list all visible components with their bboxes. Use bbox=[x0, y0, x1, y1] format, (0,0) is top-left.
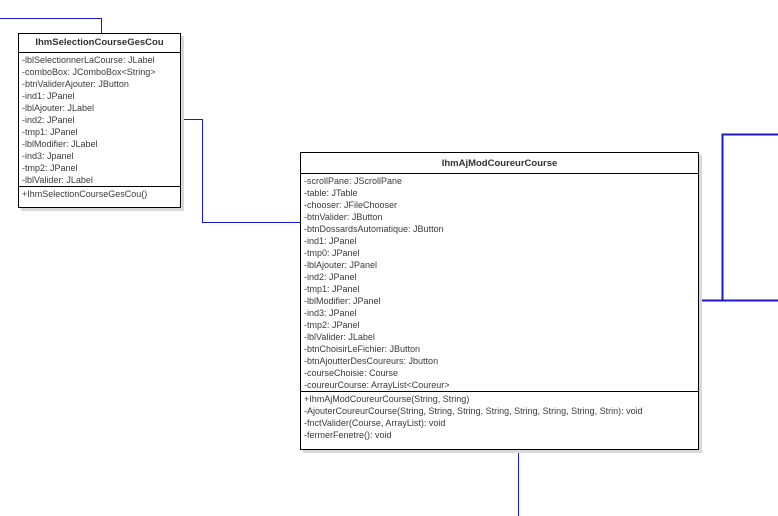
methods-section: +IhmAjModCoureurCourse(String, String) -A… bbox=[301, 391, 698, 441]
class-attribute: -lblAjouter: JLabel bbox=[22, 103, 95, 113]
class-attribute: -tmp1: JPanel bbox=[22, 127, 78, 137]
class-attribute: -lblModifier: JLabel bbox=[22, 139, 98, 149]
class-attribute: -tmp2: JPanel bbox=[304, 320, 360, 330]
class-attribute: -ind3: Jpanel bbox=[22, 151, 74, 161]
class-ihm-selection-course-ges-cou[interactable]: IhmSelectionCourseGesCou -lblSelectionne… bbox=[18, 33, 181, 208]
class-attribute: -ind1: JPanel bbox=[22, 91, 75, 101]
class-method: -AjouterCoureurCourse(String, String, St… bbox=[304, 406, 643, 416]
class-method: -fnctValider(Course, ArrayList): void bbox=[304, 418, 446, 428]
class-name: IhmAjModCoureurCourse bbox=[301, 153, 698, 174]
class-attribute: -scrollPane: JScrollPane bbox=[304, 176, 403, 186]
methods-section: +IhmSelectionCourseGesCou() bbox=[19, 186, 180, 200]
class-attribute: -courseChoisie: Course bbox=[304, 368, 399, 378]
attributes-section: -lblSelectionnerLaCourse: JLabel -comboBo… bbox=[19, 53, 180, 186]
class-attribute: -btnChoisirLeFichier: JButton bbox=[304, 344, 421, 354]
class-attribute: -ind2: JPanel bbox=[22, 115, 75, 125]
class-attribute: -btnValiderAjouter: JButton bbox=[22, 79, 129, 89]
class-attribute: -btnAjoutterDesCoureurs: Jbutton bbox=[304, 356, 439, 366]
class-attribute: -lblModifier: JPanel bbox=[304, 296, 381, 306]
class-attribute: -tmp1: JPanel bbox=[304, 284, 360, 294]
class-attribute: -comboBox: JComboBox<String> bbox=[22, 67, 156, 77]
class-attribute: -chooser: JFileChooser bbox=[304, 200, 398, 210]
connector-selection-top bbox=[0, 18, 102, 33]
class-attribute: -btnValider: JButton bbox=[304, 212, 383, 222]
class-attribute: -ind3: JPanel bbox=[304, 308, 357, 318]
class-attribute: -ind1: JPanel bbox=[304, 236, 357, 246]
class-attribute: -lblValider: JLabel bbox=[22, 175, 93, 185]
class-attribute: -ind2: JPanel bbox=[304, 272, 357, 282]
class-method: -fermerFenetre(): void bbox=[304, 430, 392, 440]
class-attribute: -lblSelectionnerLaCourse: JLabel bbox=[22, 55, 155, 65]
attributes-section: -scrollPane: JScrollPane -table: JTable -c… bbox=[301, 174, 698, 391]
class-ihm-aj-mod-coureur-course[interactable]: IhmAjModCoureurCourse -scrollPane: JScro… bbox=[300, 152, 699, 450]
connector-selection-to-ajmod bbox=[181, 119, 300, 223]
class-method: +IhmSelectionCourseGesCou() bbox=[22, 189, 148, 199]
class-attribute: -btnDossardsAutomatique: JButton bbox=[304, 224, 444, 234]
class-attribute: -tmp2: JPanel bbox=[22, 163, 78, 173]
class-attribute: -lblValider: JLabel bbox=[304, 332, 375, 342]
class-method: +IhmAjModCoureurCourse(String, String) bbox=[304, 394, 470, 404]
connector-ajmod-right bbox=[699, 133, 778, 302]
class-attribute: -coureurCourse: ArrayList<Coureur> bbox=[304, 380, 450, 390]
class-attribute: -table: JTable bbox=[304, 188, 358, 198]
class-name: IhmSelectionCourseGesCou bbox=[19, 34, 180, 53]
class-attribute: -lblAjouter: JPanel bbox=[304, 260, 378, 270]
class-attribute: -tmp0: JPanel bbox=[304, 248, 360, 258]
